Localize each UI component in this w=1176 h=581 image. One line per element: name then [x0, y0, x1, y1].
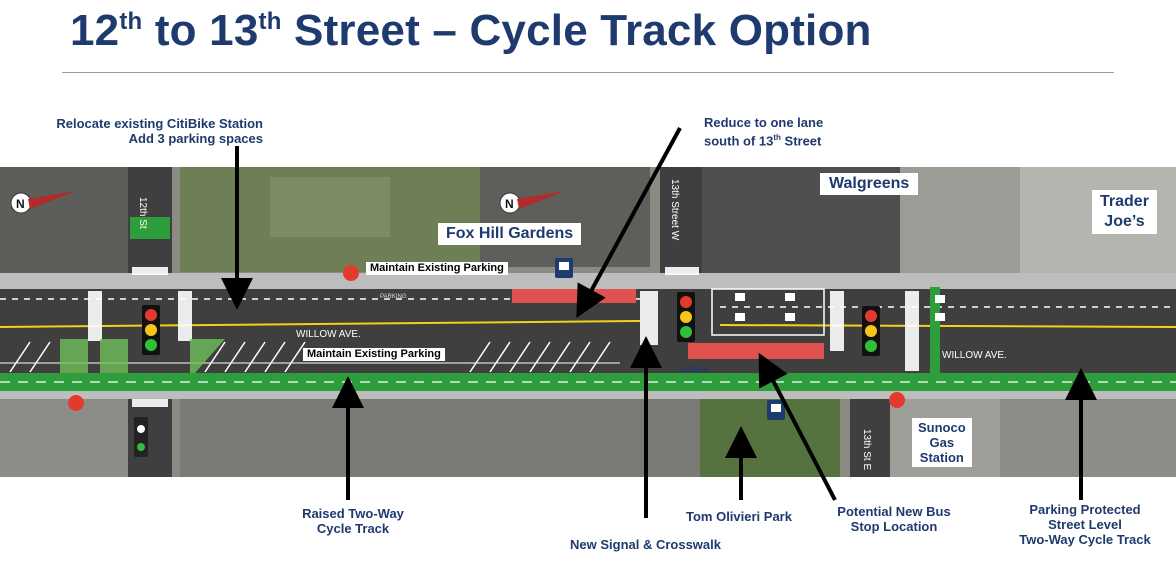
walgreens-label: Walgreens	[820, 173, 919, 195]
north-sidewalk	[0, 273, 1176, 289]
fox-hill-gardens-label: Fox Hill Gardens	[438, 223, 582, 245]
traffic-signal-icon-12th	[142, 305, 160, 355]
trader-joes-label: Trader Joe’s	[1092, 190, 1157, 234]
street-13th-w-label: 13th Street W	[669, 179, 680, 241]
bus-zone-south	[688, 343, 824, 359]
street-13th-east	[850, 387, 890, 477]
svg-text:N: N	[505, 197, 514, 211]
street-12th-label: 12th St	[137, 197, 148, 229]
aerial-plan-svg: 12th St 13th Street W 13th St E WILLOW A…	[0, 167, 1176, 477]
citibike-station-icon-2	[68, 395, 84, 411]
citibike-station-icon-1	[343, 265, 359, 281]
sunoco-label: Sunoco Gas Station	[912, 418, 972, 467]
street-13th-e-label: 13th St E	[861, 429, 872, 470]
angled-parking-stripes	[9, 341, 611, 373]
aerial-plan: 12th St 13th Street W 13th St E WILLOW A…	[0, 167, 1176, 477]
traffic-signal-icon-new	[677, 292, 695, 342]
svg-text:N: N	[16, 197, 25, 211]
north-arrow-icon-east: N	[499, 191, 565, 214]
crosswalks	[88, 267, 919, 407]
parking-label: PARKING	[380, 294, 407, 300]
two-way-cycle-track	[0, 373, 1176, 391]
callout-citibike: Relocate existing CitiBike Station Add 3…	[56, 116, 263, 146]
maintain-parking-tag-south: Maintain Existing Parking	[303, 348, 445, 361]
maintain-parking-tag-north: Maintain Existing Parking	[366, 262, 508, 275]
bus-zone-north	[512, 289, 636, 303]
centerline-east	[719, 324, 1176, 328]
bus-stop-icon-north	[555, 258, 573, 278]
title-divider	[62, 72, 1114, 73]
callout-raised-track: Raised Two-Way Cycle Track	[302, 506, 404, 536]
citibike-label: citibike	[680, 365, 708, 374]
callout-one-lane: Reduce to one lane south of 13th Street	[704, 115, 824, 149]
callout-bus-stop: Potential New Bus Stop Location	[837, 504, 951, 534]
traffic-signal-icon-12th-south	[134, 417, 148, 457]
cross-bike-lane-12th	[130, 217, 170, 239]
traffic-signal-icon-13th	[862, 306, 880, 356]
new-crosswalk	[640, 291, 658, 345]
callout-park: Tom Olivieri Park	[686, 509, 792, 524]
citibike-station-icon-3	[889, 392, 905, 408]
bus-stop-icon-south	[767, 400, 785, 420]
willow-ave-label-east: WILLOW AVE.	[942, 350, 1007, 361]
callout-new-signal: New Signal & Crosswalk	[570, 537, 721, 552]
callout-parking-protected: Parking Protected Street Level Two-Way C…	[1019, 502, 1151, 547]
willow-ave-label-west: WILLOW AVE.	[296, 329, 361, 340]
north-arrow-icon-west: N	[10, 191, 76, 214]
centerline-west	[0, 320, 641, 328]
page-title: 12th to 13th Street – Cycle Track Option	[70, 6, 872, 55]
